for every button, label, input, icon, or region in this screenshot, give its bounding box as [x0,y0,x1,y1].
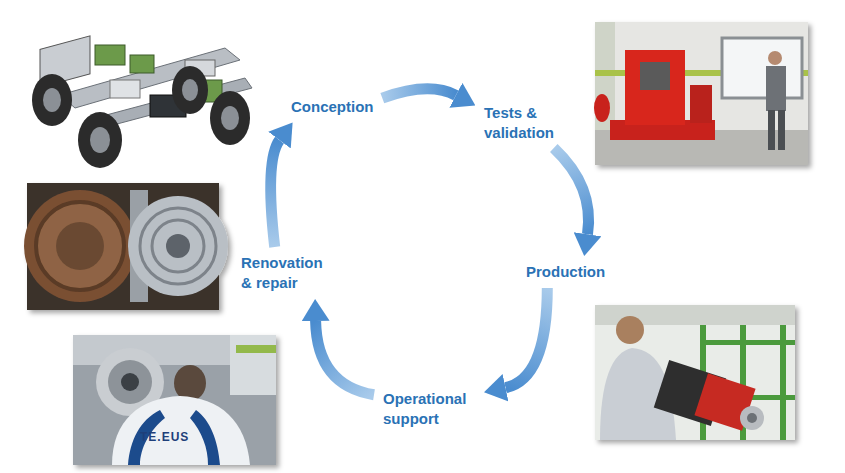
test-bench-photo-part [640,62,670,90]
operational-support-photo-part [121,373,139,391]
phase-name: Conception [291,97,374,117]
test-bench-photo-part [768,51,782,65]
chassis-render-part [221,106,239,130]
cycle-arrow [316,321,374,395]
operational-support-photo-part [112,396,250,465]
production-photo-part [700,340,795,345]
chassis-render-part [130,55,154,73]
cycle-arrow [554,148,589,234]
hub-renovation-photo-part [140,208,216,284]
test-bench-photo-part [594,94,610,122]
operational-support-photo-part [230,335,276,395]
hub-renovation-photo-part [128,196,228,296]
phase-label: Conception [285,94,380,120]
chassis-render-part [32,74,72,126]
production-photo-part [740,406,764,430]
test-bench-photo-part [766,66,786,111]
test-bench-photo-part [690,85,712,123]
phase-label: Tests & validation [478,100,570,146]
production-photo [595,305,795,440]
chassis-render [32,36,252,168]
test-bench-photo-part [625,50,685,125]
operational-support-photo-part [73,335,276,465]
production-photo-part [747,413,757,423]
operational-support-photo [73,335,276,465]
hub-renovation-photo-part [27,183,219,310]
test-bench-photo-part [768,110,775,150]
phase-name: Production [526,262,605,282]
chassis-render-part [110,80,140,98]
phase-label: Renovation & repair [235,250,335,296]
hub-renovation-photo-part [166,234,190,258]
chassis-render-part [172,66,208,114]
phase-name: Tests & validation [484,103,564,143]
hub-renovation-photo-part [24,190,136,302]
chassis-render-part [78,112,122,168]
chassis-render-part [182,79,198,101]
hub-renovation-photo-part [56,222,104,270]
cycle-arrow [506,288,548,388]
hub-renovation-photo [24,183,228,310]
operational-support-photo-part [190,410,220,465]
cycle-arrow [271,140,280,247]
chassis-render-part [43,88,61,112]
production-photo-part [595,305,795,440]
operational-support-photo-part [236,345,276,353]
phase-label: Operational support [377,386,481,432]
hub-renovation-photo-part [152,220,204,272]
phase-name: Renovation & repair [241,253,329,293]
operational-support-photo-part [108,360,152,404]
phase-label: Production [520,259,611,285]
test-bench-photo-part [595,22,808,165]
chassis-render-part [95,45,125,65]
test-bench-photo-part [722,38,802,98]
production-photo-part [616,316,644,344]
shirt-logo-text: TE.EUS [140,430,189,444]
test-bench-photo [594,22,808,165]
hub-renovation-photo-part [36,202,124,290]
chassis-render-part [210,91,250,145]
phase-name: Operational support [383,389,475,429]
chassis-render-part [90,127,110,153]
operational-support-photo-part [174,365,206,401]
cycle-arrow [382,89,456,98]
test-bench-photo-part [778,110,785,150]
